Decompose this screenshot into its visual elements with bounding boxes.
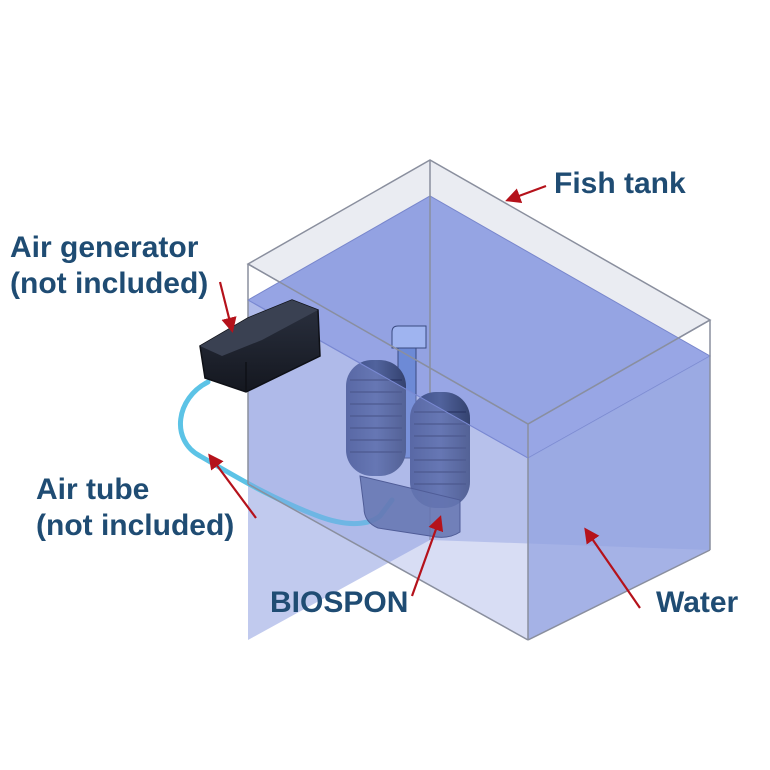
air-tube-label-line1: Air tube <box>36 473 150 506</box>
water-left-face <box>248 300 528 640</box>
air-tube-label-line2: (not included) <box>36 509 235 542</box>
callout-arrows <box>208 184 641 609</box>
air-generator-label-line2: (not included) <box>10 267 209 300</box>
biospon-filter <box>346 325 470 538</box>
air-generator-arrow <box>218 281 237 333</box>
water-front-face <box>528 356 710 640</box>
air-generator-top <box>200 300 318 356</box>
sponge-ridges <box>350 379 466 485</box>
biospon-arrow <box>410 515 444 597</box>
biospon-sponge-right <box>410 392 470 508</box>
biospon-label: BIOSPON <box>270 586 409 619</box>
air-generator-label: Air generator (not included) <box>10 230 208 302</box>
fish-tank-arrow <box>505 184 547 203</box>
water-line-left <box>247 299 529 459</box>
water-arrow <box>584 527 641 609</box>
tank-front <box>247 263 711 641</box>
air-generator <box>199 299 321 393</box>
air-tube-arrow <box>208 453 257 519</box>
fish-tank-label: Fish tank <box>554 167 686 200</box>
air-tube-label: Air tube (not included) <box>36 472 234 544</box>
air-generator-label-line1: Air generator <box>10 231 199 264</box>
biospon-outlet <box>391 325 427 349</box>
biospon-sponge-left <box>346 360 406 476</box>
water-label: Water <box>656 586 739 619</box>
